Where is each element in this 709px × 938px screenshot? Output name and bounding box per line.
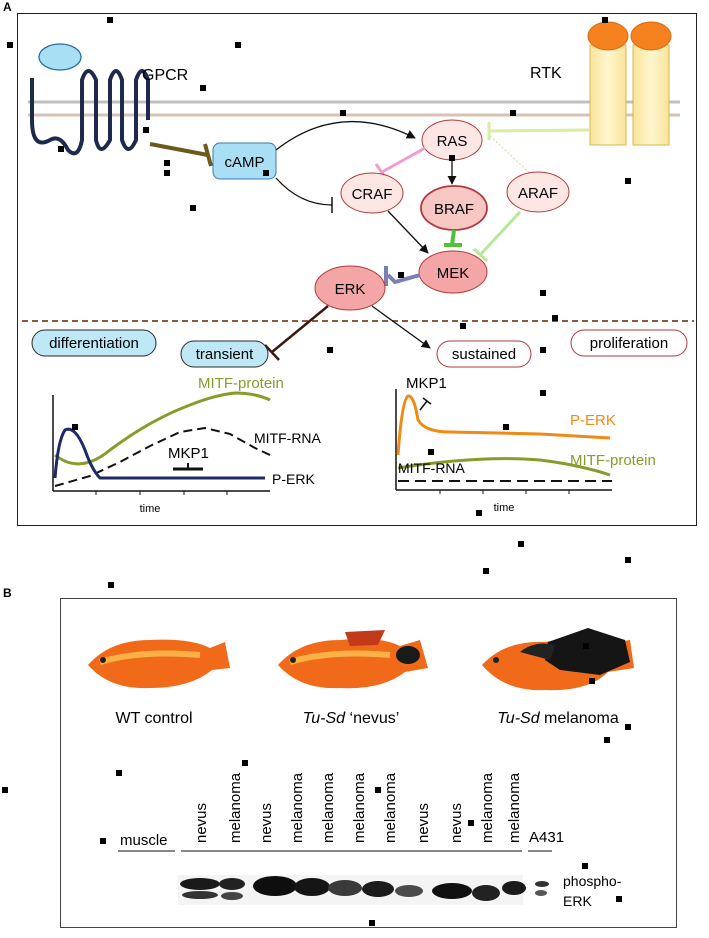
- ras-craf-link: [381, 146, 426, 174]
- craf-label: CRAF: [352, 186, 393, 203]
- right-kinetics-plot: [395, 389, 612, 494]
- western-blot-bands: [178, 875, 549, 905]
- left-perk-curve: [53, 427, 265, 480]
- lane-label: melanoma: [320, 772, 337, 843]
- gpcr-receptor: [30, 43, 150, 156]
- proliferation-label: proliferation: [590, 335, 668, 352]
- left-kinetics-plot: [52, 391, 271, 495]
- braf-label: BRAF: [434, 201, 474, 218]
- right-xlabel: time: [494, 502, 515, 514]
- nevus-caption-rest: ‘nevus’: [345, 710, 399, 727]
- right-perk-curve: [396, 394, 611, 456]
- panel-a-label: A: [3, 0, 12, 14]
- lane-label: muscle: [120, 832, 168, 849]
- erk-sustained-arrow: [371, 305, 431, 349]
- araf-label: ARAF: [518, 185, 558, 202]
- differentiation-label: differentiation: [49, 335, 139, 352]
- craf-mek-arrow: [387, 210, 429, 254]
- right-mitf-protein-curve: [397, 457, 611, 477]
- left-mkp1-label: MKP1: [168, 445, 209, 462]
- ligand-icon: [38, 43, 82, 71]
- transient-box: [180, 340, 269, 368]
- rtk-ras-inhibition: [487, 128, 591, 133]
- lane-label: melanoma: [382, 772, 399, 843]
- western-blot-lane-labels: muscle nevus melanoma nevus melanoma melanoma…: [120, 772, 564, 849]
- left-mitf-rna-curve: [54, 426, 271, 487]
- lane-label: melanoma: [351, 772, 368, 843]
- left-mitf-protein-curve: [54, 391, 271, 466]
- fish-wt-caption: WT control: [115, 710, 192, 727]
- lane-label: A431: [529, 829, 564, 846]
- panel-b-frame: [60, 598, 677, 928]
- right-mitf-protein-label: MITF-protein: [570, 452, 656, 469]
- braf-mek-link: [450, 229, 456, 246]
- proliferation-box: [570, 329, 688, 357]
- left-xlabel: time: [140, 503, 161, 515]
- fish-wt-image: [88, 639, 230, 689]
- fish-melanoma-caption: Tu-Sd melanoma: [497, 710, 619, 727]
- melanoma-genotype: Tu-Sd: [497, 710, 540, 727]
- differentiation-box: [31, 329, 157, 357]
- camp-ras-arrow: [275, 121, 416, 151]
- lane-label: nevus: [193, 803, 210, 843]
- mek-erk-link: [386, 273, 421, 285]
- lane-label: melanoma: [506, 772, 523, 843]
- melanoma-caption-rest: melanoma: [540, 710, 619, 727]
- nevus-genotype: Tu-Sd: [303, 710, 346, 727]
- lane-label: melanoma: [289, 772, 306, 843]
- rtk-receptor: [587, 21, 672, 146]
- right-mkp1-label: MKP1: [406, 375, 447, 392]
- cell-membrane: [28, 100, 680, 117]
- gpcr-camp-inhibition: [149, 142, 209, 157]
- right-perk-label: P-ERK: [570, 412, 616, 429]
- blot-label-line2: ERK: [563, 893, 592, 909]
- araf-mek-link: [478, 210, 522, 257]
- right-mitf-rna-label: MITF-RNA: [398, 460, 466, 476]
- erk-transient-inhibition: [271, 305, 329, 353]
- sustained-label: sustained: [452, 346, 516, 363]
- craf-node: [340, 172, 404, 214]
- lane-label: nevus: [415, 803, 432, 843]
- rtk-label: RTK: [530, 65, 562, 82]
- camp-craf-inhibition: [275, 177, 333, 206]
- erk-label: ERK: [335, 281, 366, 298]
- noise-markers: [2, 17, 631, 926]
- left-mitf-rna-label: MITF-RNA: [254, 430, 322, 446]
- gpcr-label: GPCR: [142, 67, 188, 84]
- lane-label: melanoma: [227, 772, 244, 843]
- mek-label: MEK: [437, 265, 470, 282]
- fish-nevus-image: [278, 630, 428, 689]
- transient-label: transient: [196, 346, 254, 363]
- camp-node: [212, 142, 277, 180]
- panel-b-label: B: [3, 586, 12, 600]
- lane-label: nevus: [258, 803, 275, 843]
- camp-label: cAMP: [224, 154, 264, 171]
- ras-label: RAS: [437, 133, 468, 150]
- mek-node: [418, 250, 488, 294]
- araf-node: [506, 171, 570, 213]
- fish-melanoma-image: [482, 628, 634, 691]
- lane-label: melanoma: [479, 772, 496, 843]
- erk-node: [314, 265, 386, 311]
- panel-a-frame: [17, 13, 697, 526]
- lane-label: nevus: [448, 803, 465, 843]
- blot-label-line1: phospho-: [563, 873, 622, 889]
- sustained-box: [436, 340, 532, 368]
- fish-nevus-caption: Tu-Sd ‘nevus’: [303, 710, 400, 727]
- left-mitf-protein-label: MITF-protein: [198, 375, 284, 392]
- left-perk-label: P-ERK: [272, 471, 315, 487]
